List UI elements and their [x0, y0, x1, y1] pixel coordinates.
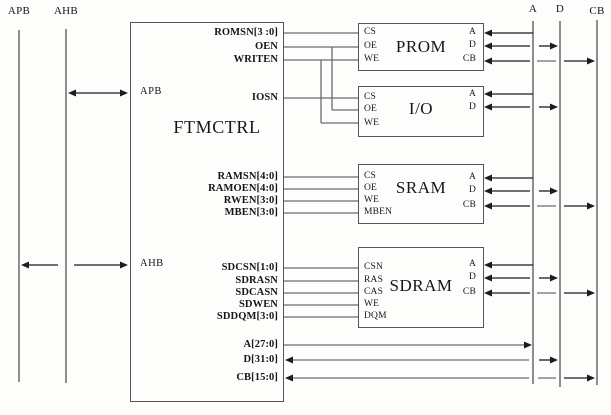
signal-ramoen: RAMOEN[4:0] — [208, 183, 278, 194]
sram-bus-arrows — [484, 174, 595, 210]
prom-pin-a: A — [468, 27, 476, 37]
io-pin-oe: OE — [364, 104, 378, 114]
io-bus-arrows — [484, 90, 558, 111]
signal-cb-bus: CB[15:0] — [236, 372, 278, 383]
sram-title: SRAM — [395, 178, 447, 197]
prom-pin-cb: CB — [462, 54, 476, 64]
sdram-pin-dqm: DQM — [364, 311, 387, 321]
sram-pin-cb: CB — [462, 200, 476, 210]
prom-pin-d: D — [468, 40, 476, 50]
sdram-pin-we: WE — [364, 299, 380, 309]
signal-lines — [283, 32, 556, 379]
sdram-pin-cas: CAS — [364, 287, 384, 297]
signal-d-bus: D[31:0] — [243, 354, 278, 365]
apb-port-arrow — [68, 89, 128, 97]
apb-port-label: APB — [140, 86, 162, 97]
signal-a-bus: A[27:0] — [243, 339, 278, 350]
prom-pin-oe: OE — [364, 41, 378, 51]
signal-sdcasn: SDCASN — [235, 287, 278, 298]
sram-pin-cs: CS — [364, 171, 377, 181]
ahb-port-arrow — [21, 261, 128, 269]
ahb-bus-label: AHB — [53, 5, 79, 17]
signal-oen: OEN — [254, 41, 278, 52]
a-bus-label: A — [528, 3, 538, 15]
cb-bus-label: CB — [589, 5, 605, 17]
arrow-connections — [21, 29, 595, 382]
signal-sdrasn: SDRASN — [235, 275, 278, 286]
sdram-title: SDRAM — [389, 276, 453, 295]
io-pin-we: WE — [364, 118, 380, 128]
sdram-bus-arrows — [484, 261, 595, 297]
signal-romsn: ROMSN[3 :0] — [214, 27, 278, 38]
signal-writen: WRITEN — [233, 54, 278, 65]
signal-rwen: RWEN[3:0] — [223, 195, 278, 206]
prom-box: CS OE WE PROM A D CB — [358, 23, 484, 71]
sdram-pin-a: A — [468, 259, 476, 269]
sdram-pin-d: D — [468, 272, 476, 282]
sram-box: CS OE WE MBEN SRAM A D CB — [358, 164, 484, 224]
sdram-pin-csn: CSN — [364, 262, 384, 272]
sdram-pin-cb: CB — [462, 287, 476, 297]
sram-pin-oe: OE — [364, 183, 378, 193]
prom-pin-we: WE — [364, 54, 380, 64]
io-box: CS OE WE I/O A D — [358, 86, 484, 137]
signal-ramsn: RAMSN[4:0] — [217, 171, 278, 182]
prom-bus-arrows — [484, 29, 595, 65]
prom-title: PROM — [395, 37, 447, 56]
signal-mben: MBEN[3:0] — [224, 207, 278, 218]
sdram-box: CSN RAS CAS WE DQM SDRAM A D CB — [358, 247, 484, 328]
io-pin-cs: CS — [364, 92, 377, 102]
signal-sdcsn: SDCSN[1:0] — [221, 262, 278, 273]
prom-pin-cs: CS — [364, 27, 377, 37]
signal-sddqm: SDDQM[3:0] — [216, 311, 278, 322]
bottom-bus-arrows — [285, 341, 595, 382]
bus-lines — [18, 20, 598, 387]
apb-bus-label: APB — [7, 5, 31, 17]
sram-pin-we: WE — [364, 195, 380, 205]
ahb-port-label: AHB — [140, 258, 164, 269]
sdram-pin-ras: RAS — [364, 275, 384, 285]
sram-pin-a: A — [468, 172, 476, 182]
ftmctrl-title: FTMCTRL — [173, 117, 261, 137]
io-pin-a: A — [468, 89, 476, 99]
sram-pin-d: D — [468, 185, 476, 195]
io-title: I/O — [408, 99, 434, 118]
signal-iosn: IOSN — [251, 92, 278, 103]
d-bus-label: D — [555, 3, 565, 15]
signal-sdwen: SDWEN — [238, 299, 278, 310]
sram-pin-mben: MBEN — [364, 207, 393, 217]
io-pin-d: D — [468, 102, 476, 112]
ftmctrl-box — [130, 22, 284, 402]
